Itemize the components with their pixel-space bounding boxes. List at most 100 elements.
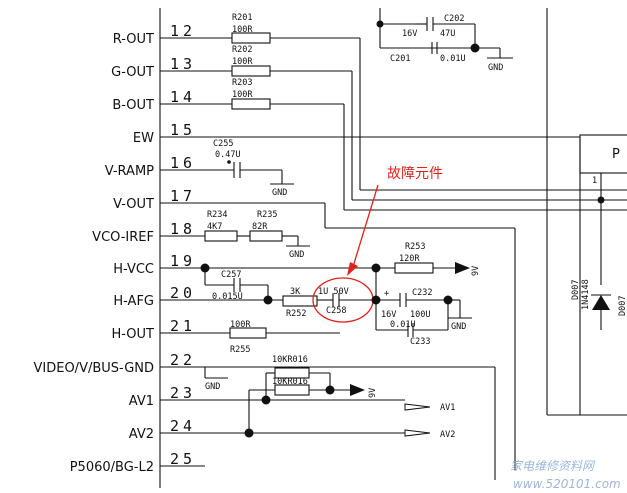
pin-number-16: 16 bbox=[170, 154, 196, 172]
fault-component-note: 故障元件 bbox=[387, 166, 443, 182]
gnd-label-top: GND bbox=[488, 63, 503, 73]
svg-text:1: 1 bbox=[592, 176, 597, 186]
pin-number-18: 18 bbox=[170, 220, 196, 238]
svg-text:+: + bbox=[384, 289, 389, 299]
c201-ref: C201 bbox=[390, 54, 410, 64]
c201-c202-network: 16V 47U C202 C201 0.01U GND bbox=[376, 8, 513, 73]
pin-number-21: 21 bbox=[170, 317, 196, 335]
d007-part: 1N4148 bbox=[581, 279, 591, 310]
pin-label-v-ramp: V-RAMP bbox=[105, 164, 154, 179]
v9-label-av: 9V bbox=[368, 388, 378, 398]
pin-label-ew: EW bbox=[133, 131, 154, 146]
r252-value: 3K bbox=[290, 287, 301, 297]
c202-voltage: 16V bbox=[402, 29, 417, 39]
pin-number-17: 17 bbox=[170, 187, 196, 205]
r252-ref: R252 bbox=[286, 309, 306, 319]
ic-p-block: P 1 D007 1N4148 D007 bbox=[571, 134, 627, 330]
c255-value: 0.47U bbox=[215, 150, 241, 160]
r203-value: 100R bbox=[232, 90, 253, 100]
fault-annotation: 故障元件 bbox=[347, 166, 443, 276]
r201-ref: R201 bbox=[232, 13, 252, 23]
r255-ref: R255 bbox=[230, 345, 250, 355]
r216b-value: 10KR016 bbox=[272, 377, 308, 387]
r234-resistor bbox=[204, 230, 238, 242]
pin-number-19: 19 bbox=[170, 252, 196, 270]
pin-label-h-vcc: H-VCC bbox=[113, 262, 154, 277]
gnd-label-vramp: GND bbox=[272, 188, 287, 198]
pin-label-video-v-bus-gnd: VIDEO/V/BUS-GND bbox=[34, 361, 155, 376]
r235-resistor bbox=[249, 230, 283, 242]
pin-label-h-out: H-OUT bbox=[111, 327, 154, 342]
c257-value: 0.015U bbox=[212, 292, 243, 302]
r234-value: 4K7 bbox=[207, 222, 222, 232]
r235-ref: R235 bbox=[257, 210, 277, 220]
r252-resistor bbox=[282, 295, 318, 307]
c202-ref: C202 bbox=[444, 14, 464, 24]
diode-d007-symbol bbox=[592, 295, 610, 310]
r235-value: 82R bbox=[252, 222, 268, 232]
c233-ref: C233 bbox=[410, 337, 430, 347]
r255-resistor bbox=[229, 327, 267, 339]
av2-arrow bbox=[404, 429, 431, 437]
pin-number-22: 22 bbox=[170, 351, 196, 369]
av-input-network: GND 10KR016 10KR016 9V AV1 AV2 bbox=[204, 355, 496, 480]
av2-output-label: AV2 bbox=[440, 430, 455, 440]
r234-ref: R234 bbox=[207, 210, 227, 220]
r202-resistor bbox=[231, 65, 271, 77]
r202-ref: R202 bbox=[232, 45, 252, 55]
pin-number-15: 15 bbox=[170, 121, 196, 139]
c255-capacitor: C255 0.47U GND bbox=[205, 139, 294, 198]
pin-label-vco-iref: VCO-IREF bbox=[92, 230, 154, 245]
rgb-resistors: R201 100R R202 100R R203 100R bbox=[205, 13, 360, 110]
c201-value: 0.01U bbox=[440, 54, 466, 64]
gnd-label-video: GND bbox=[205, 382, 220, 392]
r203-resistor bbox=[231, 98, 271, 110]
pin-number-24: 24 bbox=[170, 417, 196, 435]
c232-voltage: 16V bbox=[381, 310, 396, 320]
v9-label-top: 9V bbox=[471, 266, 481, 276]
watermark: 家电维修资料网 www.520101.com bbox=[510, 459, 621, 491]
c233-value: 0.01U bbox=[390, 320, 416, 330]
r203-ref: R203 bbox=[232, 78, 252, 88]
pin-label-r-out: R-OUT bbox=[113, 32, 154, 47]
pin-label-h-afg: H-AFG bbox=[113, 294, 154, 309]
r216a-value: 10KR016 bbox=[272, 355, 308, 365]
pin-number-14: 14 bbox=[170, 88, 196, 106]
v9-arrow-av bbox=[350, 384, 365, 396]
r202-value: 100R bbox=[232, 57, 253, 67]
vco-iref-resistors: R234 4K7 R235 82R GND bbox=[204, 210, 310, 260]
pin-label-g-out: G-OUT bbox=[111, 65, 154, 80]
r216b-resistor bbox=[274, 384, 310, 396]
pin-label-v-out: V-OUT bbox=[113, 197, 154, 212]
h-out-resistor: 100R R255 bbox=[205, 320, 340, 355]
bus-wires bbox=[205, 8, 627, 470]
av1-arrow bbox=[404, 403, 431, 411]
c232-ref: C232 bbox=[412, 288, 432, 298]
pin-number-23: 23 bbox=[170, 384, 196, 402]
pin-label-p5060-bg-l2: P5060/BG-L2 bbox=[70, 460, 154, 475]
r255-value: 100R bbox=[230, 320, 251, 330]
ic-p-outline bbox=[579, 134, 627, 174]
pin-label-av2: AV2 bbox=[129, 427, 154, 442]
pin-labels: R-OUT G-OUT B-OUT EW V-RAMP V-OUT VCO-IR… bbox=[34, 22, 196, 475]
r253-value: 120R bbox=[399, 254, 420, 264]
c258-value: 1U 50V bbox=[318, 287, 349, 297]
r253-resistor bbox=[394, 262, 434, 274]
pin-label-b-out: B-OUT bbox=[112, 98, 154, 113]
d007-ref: D007 bbox=[571, 280, 581, 300]
watermark-text: 家电维修资料网 bbox=[510, 459, 596, 473]
r201-resistor bbox=[231, 32, 271, 44]
c257-ref: C257 bbox=[221, 270, 241, 280]
c232-value: 100U bbox=[410, 310, 430, 320]
pin-number-12: 12 bbox=[170, 22, 196, 40]
c258-ref: C258 bbox=[326, 306, 346, 316]
ic-p-label: P bbox=[612, 147, 620, 162]
svg-text:D007: D007 bbox=[618, 296, 627, 316]
pin-number-20: 20 bbox=[170, 284, 196, 302]
ic-boundary bbox=[159, 8, 205, 488]
pin-number-13: 13 bbox=[170, 55, 196, 73]
v9-arrow bbox=[455, 262, 470, 274]
pin-label-av1: AV1 bbox=[129, 394, 154, 409]
h-vcc-network: R253 120R 9V C257 0.015U 3K R252 1U 50V … bbox=[200, 242, 481, 347]
